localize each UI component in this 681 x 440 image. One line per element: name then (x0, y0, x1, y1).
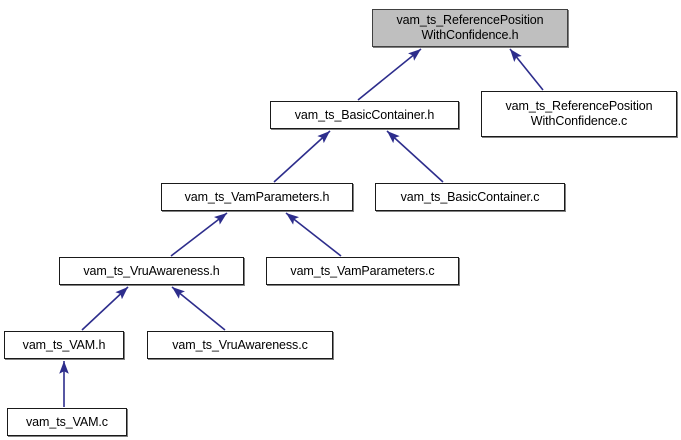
graph-node-vam_c[interactable]: vam_ts_VAM.c (7, 408, 127, 436)
graph-node-vruawareness_c[interactable]: vam_ts_VruAwareness.c (147, 331, 333, 359)
graph-node-refpos_c[interactable]: vam_ts_ReferencePosition WithConfidence.… (481, 91, 677, 137)
graph-edge-basiccontainer_c-to-basiccontainer_h (386, 130, 444, 183)
graph-node-refpos_h[interactable]: vam_ts_ReferencePosition WithConfidence.… (372, 9, 568, 47)
graph-node-vam_h[interactable]: vam_ts_VAM.h (4, 331, 124, 359)
graph-node-basiccontainer_h[interactable]: vam_ts_BasicContainer.h (270, 101, 459, 129)
graph-edge-vruawareness_h-to-vamparameters_h (170, 212, 228, 257)
graph-node-vamparameters_h[interactable]: vam_ts_VamParameters.h (161, 183, 353, 211)
graph-edge-vamparameters_h-to-basiccontainer_h (273, 130, 331, 183)
graph-edge-vamparameters_c-to-vamparameters_h (285, 212, 342, 257)
graph-edge-vruawareness_c-to-vruawareness_h (171, 286, 226, 331)
graph-edge-refpos_c-to-refpos_h (509, 48, 544, 91)
graph-edge-basiccontainer_h-to-refpos_h (357, 48, 422, 101)
graph-node-vruawareness_h[interactable]: vam_ts_VruAwareness.h (59, 257, 244, 285)
graph-node-vamparameters_c[interactable]: vam_ts_VamParameters.c (266, 257, 459, 285)
graph-node-basiccontainer_c[interactable]: vam_ts_BasicContainer.c (375, 183, 565, 211)
graph-edge-vam_h-to-vruawareness_h (81, 286, 129, 331)
